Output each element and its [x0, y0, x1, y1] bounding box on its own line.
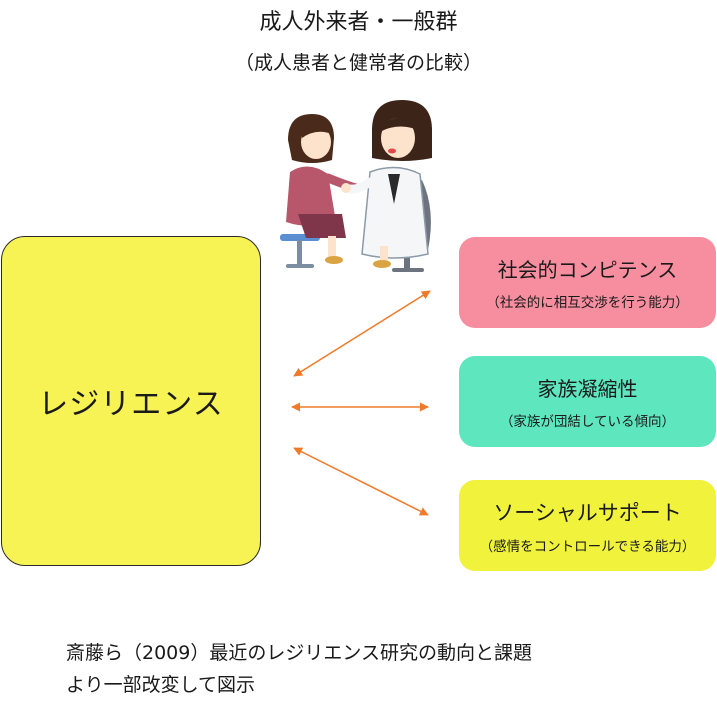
- arrow-to-social-support: [293, 447, 429, 516]
- diagram-title: 成人外来者・一般群: [259, 10, 458, 35]
- factor-subtitle: （社会的に相互交渉を行う能力）: [486, 295, 689, 311]
- patient-stool-icon: [280, 234, 320, 268]
- arrow-to-social-competence: [293, 290, 431, 377]
- citation-line-2: より一部改変して図示: [66, 674, 256, 696]
- citation-line-1: 斎藤ら（2009）最近のレジリエンス研究の動向と課題: [66, 642, 532, 664]
- factor-subtitle: （感情をコントロールできる能力）: [479, 538, 696, 555]
- social-competence-box: 社会的コンピテンス （社会的に相互交渉を行う能力）: [459, 237, 716, 328]
- factor-title: 社会的コンピテンス: [497, 258, 678, 282]
- resilience-box: レジリエンス: [1, 236, 261, 566]
- citation: 斎藤ら（2009）最近のレジリエンス研究の動向と課題 より一部改変して図示: [66, 637, 532, 701]
- patient-doctor-consultation-icon: [280, 100, 432, 272]
- family-cohesion-box: 家族凝縮性 （家族が団結している傾向）: [459, 356, 716, 447]
- diagram-subtitle: （成人患者と健常者の比較）: [234, 52, 482, 74]
- factor-title: ソーシャルサポート: [493, 500, 682, 525]
- factor-subtitle: （家族が団結している傾向）: [499, 414, 676, 430]
- factor-title: 家族凝縮性: [537, 377, 638, 401]
- doctor-figure-icon: [341, 100, 432, 268]
- social-support-box: ソーシャルサポート （感情をコントロールできる能力）: [459, 480, 716, 571]
- resilience-label: レジリエンス: [38, 387, 224, 422]
- patient-figure-icon: [286, 114, 361, 264]
